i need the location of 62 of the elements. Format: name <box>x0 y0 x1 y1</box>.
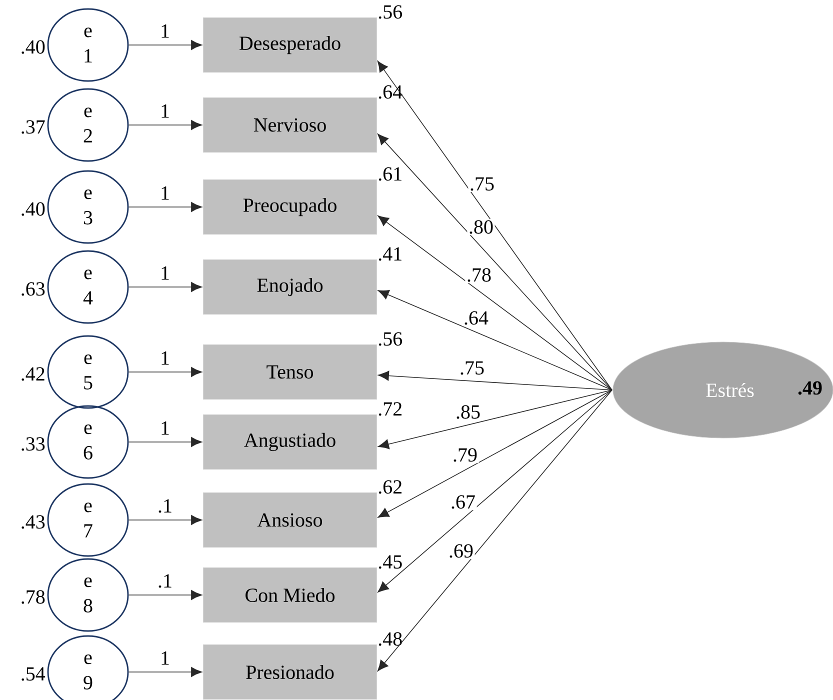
variance-value: .42 <box>22 367 44 381</box>
variance-value: .40 <box>22 202 45 216</box>
edge-label: 1 <box>158 350 172 366</box>
edge-label: .75 <box>468 176 496 192</box>
r-squared-value: .62 <box>378 480 402 494</box>
edge-label: 1 <box>158 23 172 39</box>
edge-label: .1 <box>156 498 174 514</box>
observed-variable-box: Angustiado <box>203 414 377 470</box>
arrow <box>378 134 612 390</box>
edge-label: 1 <box>158 103 172 119</box>
observed-variable-box: Enojado <box>203 259 377 315</box>
arrow <box>128 367 202 377</box>
edge-label: .78 <box>465 266 493 284</box>
arrow <box>128 120 202 130</box>
arrow <box>378 390 612 518</box>
observed-variable-box: Preocupado <box>203 179 377 235</box>
observed-variable-box: Tenso <box>203 344 377 400</box>
edge-label: 1 <box>158 650 172 666</box>
arrow <box>128 667 202 677</box>
observed-variable-box: Con Miedo <box>203 567 377 623</box>
arrow <box>128 282 202 292</box>
arrow <box>128 40 202 50</box>
variance-value: .63 <box>22 282 45 296</box>
variance-value: .54 <box>22 667 46 681</box>
edge-label: .64 <box>462 310 490 326</box>
r-squared-value: .41 <box>378 247 402 261</box>
arrow <box>128 515 202 525</box>
r-squared-value: .56 <box>378 332 402 346</box>
r-squared-value: .61 <box>378 167 402 181</box>
edge-label: .80 <box>467 218 495 236</box>
edge-label: .85 <box>454 404 482 420</box>
arrow <box>378 215 612 390</box>
arrow <box>128 437 202 447</box>
edge-label: .67 <box>449 494 477 510</box>
variance-value: .43 <box>22 515 45 529</box>
observed-variable-box: Presionado <box>203 644 377 700</box>
edge-label: 1 <box>158 185 172 201</box>
arrow <box>378 290 612 390</box>
variance-value: .33 <box>22 437 45 451</box>
edge-label: 1 <box>158 420 172 436</box>
observed-variable-box: Nervioso <box>203 97 377 153</box>
arrow <box>378 370 612 390</box>
r-squared-value: .72 <box>378 402 402 416</box>
edge-label: .75 <box>458 360 486 376</box>
variance-value: .78 <box>22 590 45 604</box>
edge-label: .79 <box>451 446 479 464</box>
observed-variable-box: Ansioso <box>203 492 377 548</box>
r-squared-value: .56 <box>378 5 402 19</box>
arrow <box>378 390 612 450</box>
edge-label: 1 <box>158 265 172 281</box>
arrow <box>377 390 612 672</box>
arrow <box>377 60 612 390</box>
variance-value: .37 <box>22 120 45 134</box>
arrow <box>128 590 202 600</box>
r-squared-value: .45 <box>378 555 402 569</box>
arrow <box>128 202 202 212</box>
observed-variable-box: Desesperado <box>203 17 377 73</box>
r-squared-value: .48 <box>378 632 402 646</box>
edge-label: .69 <box>447 542 475 560</box>
edge-label: .1 <box>156 572 174 590</box>
variance-value: .40 <box>22 40 45 54</box>
arrow <box>378 390 612 592</box>
